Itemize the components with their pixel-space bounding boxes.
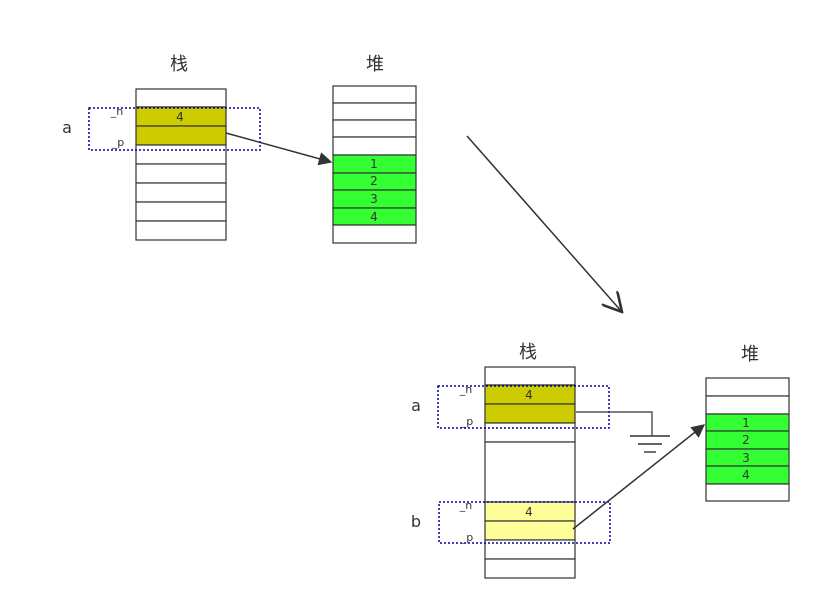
bottom-heap-value-2: 2 xyxy=(742,433,750,447)
stack-cell xyxy=(135,201,227,222)
transition-arrow xyxy=(466,135,622,312)
bottom-a-value: 4 xyxy=(525,388,533,402)
bottom-pointer-arrow xyxy=(572,424,706,530)
bottom-var-a-label: a xyxy=(411,396,421,415)
stack-cell xyxy=(484,422,576,443)
top-stack: 4 xyxy=(135,88,227,241)
top-stack-title: 栈 xyxy=(170,54,188,75)
heap-cell xyxy=(332,224,417,244)
heap-cell xyxy=(332,136,417,156)
stack-cell-a-p xyxy=(484,403,576,424)
top-heap-value-3: 3 xyxy=(370,192,378,206)
bottom-stack: 4 4 xyxy=(484,366,576,579)
top-var-a-box xyxy=(88,107,261,151)
bottom-a-field-n-label: _n xyxy=(459,383,473,396)
stack-cell xyxy=(135,88,227,108)
stack-cell xyxy=(135,144,227,165)
bottom-var-b-box xyxy=(438,501,611,544)
bottom-stack-title: 栈 xyxy=(519,342,537,363)
bottom-b-field-p-label: _p xyxy=(460,531,474,544)
bottom-heap-value-4: 4 xyxy=(742,468,750,482)
top-pointer-arrow xyxy=(225,132,333,166)
top-field-p-label: _p xyxy=(111,136,125,149)
top-heap-value-1: 1 xyxy=(370,157,378,171)
bottom-heap-value-1: 1 xyxy=(742,416,750,430)
top-heap-title: 堆 xyxy=(366,54,384,75)
stack-cell xyxy=(484,366,576,386)
bottom-heap: 1 2 3 4 xyxy=(705,377,790,502)
heap-cell xyxy=(705,395,790,415)
bottom-var-a-box xyxy=(437,385,610,429)
stack-cell xyxy=(484,558,576,579)
bottom-b-value: 4 xyxy=(525,505,533,519)
top-diagram: 栈 4 a _n _p 堆 xyxy=(62,54,417,244)
bottom-var-b-label: b xyxy=(411,512,421,531)
bottom-a-field-p-label: _p xyxy=(460,415,474,428)
ground-icon xyxy=(576,411,670,453)
heap-cell xyxy=(705,377,790,397)
stack-cell-gap xyxy=(484,441,576,503)
heap-cell xyxy=(705,483,790,502)
stack-cell xyxy=(135,163,227,184)
heap-cell xyxy=(332,102,417,121)
stack-cell-p xyxy=(135,125,227,146)
bottom-heap-title: 堆 xyxy=(741,344,759,365)
heap-cell xyxy=(332,85,417,104)
bottom-b-field-n-label: _n xyxy=(459,499,473,512)
stack-cell xyxy=(135,220,227,241)
stack-cell-b-p xyxy=(484,520,576,541)
heap-cell xyxy=(332,119,417,138)
top-field-n-label: _n xyxy=(110,105,124,118)
top-heap: 1 2 3 4 xyxy=(332,85,417,244)
top-var-a-label: a xyxy=(62,118,72,137)
top-heap-value-2: 2 xyxy=(370,174,378,188)
bottom-heap-value-3: 3 xyxy=(742,451,750,465)
top-heap-value-4: 4 xyxy=(370,210,378,224)
bottom-diagram: 栈 4 4 a _n _p b _n _p xyxy=(411,342,790,579)
top-stack-value: 4 xyxy=(176,110,184,124)
stack-cell xyxy=(135,182,227,203)
